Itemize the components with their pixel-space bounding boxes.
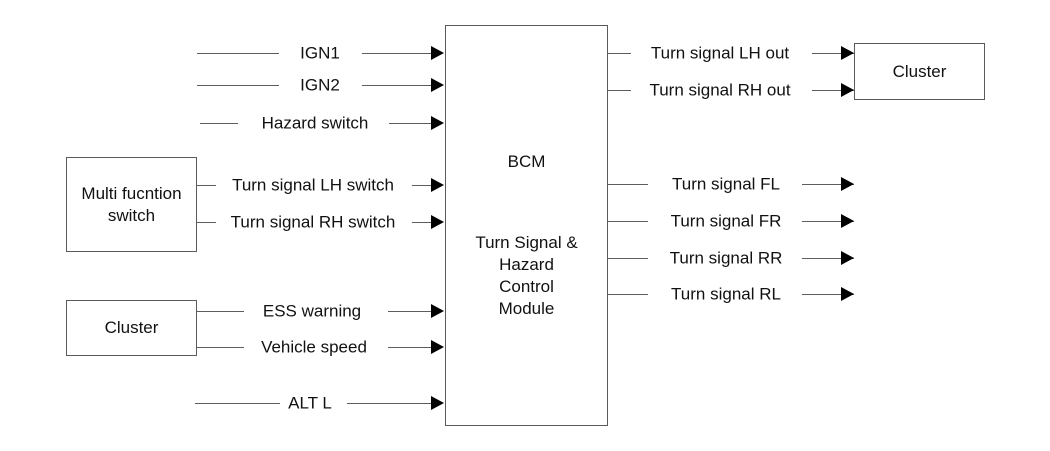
output-line-turn-signal-lh-out-right (812, 53, 854, 54)
input-line-ign2-left (197, 85, 279, 86)
input-arrow-turn-signal-lh-switch (431, 178, 444, 192)
multi-function-switch-label: Multi fucntion switch (81, 183, 182, 225)
output-line-turn-signal-fr-left (608, 221, 648, 222)
output-label-turn-signal-rl: Turn signal RL (668, 285, 784, 303)
input-line-turn-signal-rh-switch-right (412, 222, 432, 223)
cluster-right-box: Cluster (854, 43, 985, 100)
input-line-ign1-right (362, 53, 432, 54)
input-line-turn-signal-lh-switch-left (197, 185, 216, 186)
output-label-turn-signal-rr: Turn signal RR (666, 249, 786, 267)
input-line-ess-warning-left (197, 311, 244, 312)
input-arrow-vehicle-speed (431, 340, 444, 354)
input-arrow-ess-warning (431, 304, 444, 318)
input-line-vehicle-speed-left (197, 347, 244, 348)
input-line-hazard-switch-right (389, 123, 432, 124)
input-label-vehicle-speed: Vehicle speed (258, 338, 370, 356)
cluster-right-label: Cluster (892, 61, 947, 81)
input-line-alt-l-left (195, 403, 280, 404)
output-line-turn-signal-lh-out-left (608, 53, 631, 54)
output-arrow-turn-signal-fr (841, 214, 854, 228)
output-arrow-turn-signal-rh-out (841, 83, 854, 97)
output-line-turn-signal-rr-left (608, 258, 648, 259)
output-line-turn-signal-fr-right (802, 221, 854, 222)
input-line-turn-signal-lh-switch-right (412, 185, 432, 186)
output-arrow-turn-signal-lh-out (841, 46, 854, 60)
input-arrow-turn-signal-rh-switch (431, 215, 444, 229)
output-label-turn-signal-rh-out: Turn signal RH out (646, 81, 794, 99)
output-line-turn-signal-rl-left (608, 294, 648, 295)
input-line-alt-l-right (347, 403, 432, 404)
input-line-ign1-left (197, 53, 279, 54)
input-arrow-ign2 (431, 78, 444, 92)
output-arrow-turn-signal-rl (841, 287, 854, 301)
output-line-turn-signal-fl-right (802, 184, 854, 185)
multi-function-switch-box: Multi fucntion switch (66, 157, 197, 252)
input-line-ign2-right (362, 85, 432, 86)
input-label-ess-warning: ESS warning (259, 302, 365, 320)
input-line-turn-signal-rh-switch-left (197, 222, 216, 223)
bcm-heading: BCM (507, 152, 546, 171)
output-line-turn-signal-rr-right (802, 258, 854, 259)
input-line-ess-warning-right (388, 311, 432, 312)
cluster-left-label: Cluster (104, 318, 159, 338)
output-label-turn-signal-fr: Turn signal FR (667, 212, 785, 230)
input-line-vehicle-speed-right (388, 347, 432, 348)
input-label-ign2: IGN2 (297, 76, 343, 94)
input-label-ign1: IGN1 (297, 44, 343, 62)
output-arrow-turn-signal-fl (841, 177, 854, 191)
output-line-turn-signal-fl-left (608, 184, 648, 185)
input-line-hazard-switch-left (200, 123, 238, 124)
output-label-turn-signal-fl: Turn signal FL (668, 175, 784, 193)
input-label-alt-l: ALT L (285, 394, 335, 412)
output-line-turn-signal-rh-out-left (608, 90, 631, 91)
input-label-turn-signal-lh-switch: Turn signal LH switch (229, 176, 397, 194)
output-line-turn-signal-rh-out-right (812, 90, 854, 91)
input-label-turn-signal-rh-switch: Turn signal RH switch (227, 213, 399, 231)
bcm-module-box: BCM Turn Signal & Hazard Control Module (445, 25, 608, 426)
input-arrow-ign1 (431, 46, 444, 60)
output-arrow-turn-signal-rr (841, 251, 854, 265)
cluster-left-box: Cluster (66, 300, 197, 356)
output-label-turn-signal-lh-out: Turn signal LH out (647, 44, 793, 62)
bcm-subtitle: Turn Signal & Hazard Control Module (475, 233, 578, 319)
input-arrow-hazard-switch (431, 116, 444, 130)
input-arrow-alt-l (431, 396, 444, 410)
output-line-turn-signal-rl-right (802, 294, 854, 295)
input-label-hazard-switch: Hazard switch (258, 114, 372, 132)
